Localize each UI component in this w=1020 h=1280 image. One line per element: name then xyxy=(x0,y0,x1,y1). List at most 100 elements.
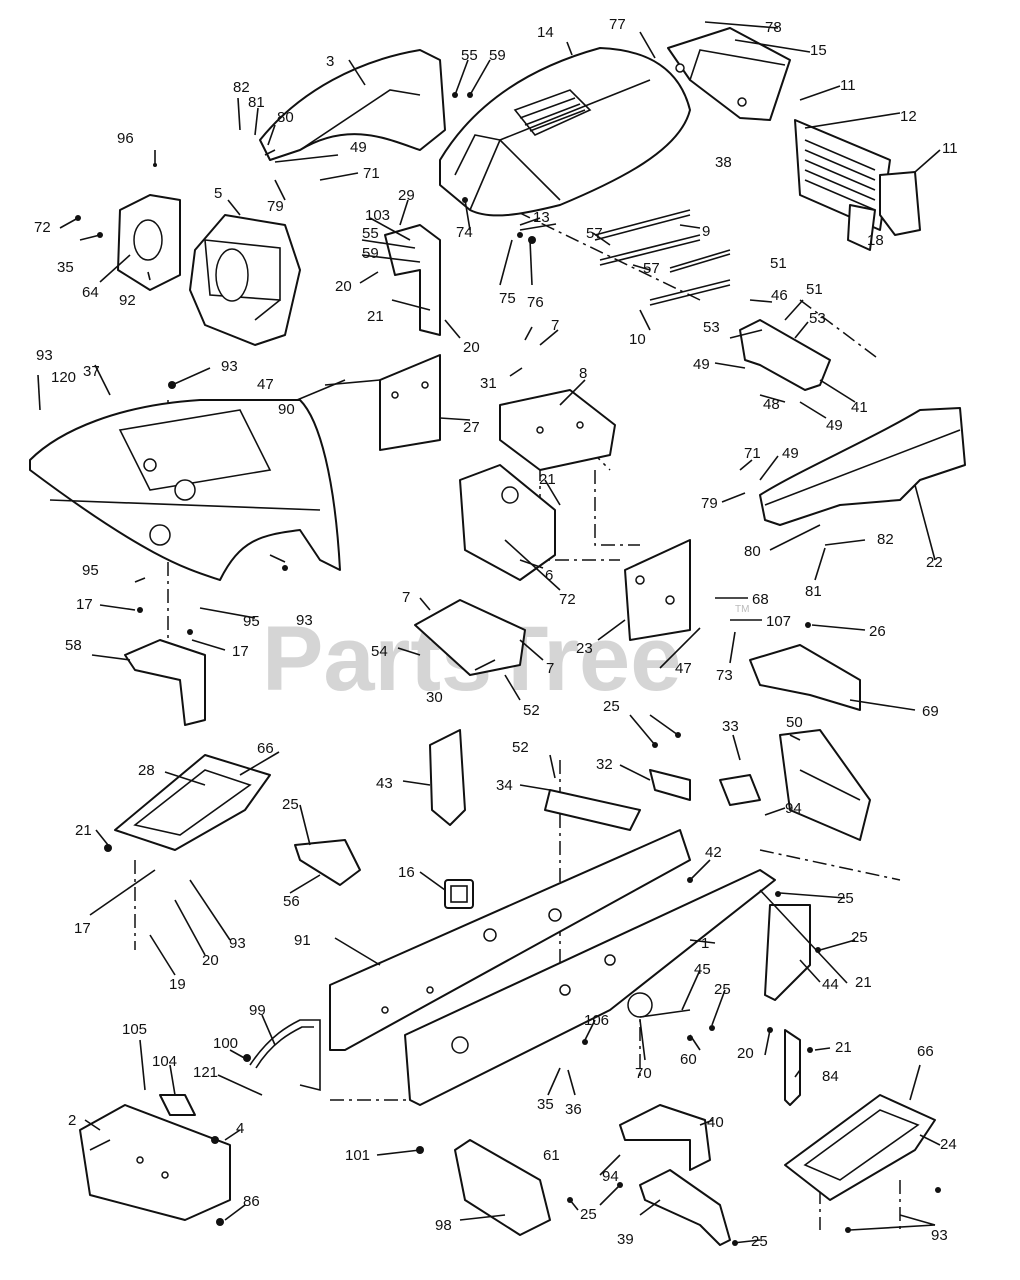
callout-32: 32 xyxy=(596,756,613,773)
callout-22: 22 xyxy=(926,554,943,571)
callout-55b: 55 xyxy=(362,225,379,242)
part-pan-8 xyxy=(499,389,616,471)
callout-25b: 25 xyxy=(282,796,299,813)
callout-75: 75 xyxy=(499,290,516,307)
callout-23: 23 xyxy=(576,640,593,657)
part-bracket-50 xyxy=(719,729,871,841)
part-steering-support-6 xyxy=(459,464,556,581)
callout-51a: 51 xyxy=(770,255,787,272)
callout-11b: 11 xyxy=(942,140,958,157)
part-bracket-44 xyxy=(764,904,811,1001)
callout-49d: 49 xyxy=(782,445,799,462)
callout-21d: 21 xyxy=(855,974,872,991)
part-support-41 xyxy=(739,319,831,391)
callout-25g: 25 xyxy=(751,1233,768,1250)
part-bracket-29 xyxy=(384,224,441,336)
callout-7b: 7 xyxy=(402,589,410,606)
callout-93c: 93 xyxy=(296,612,313,629)
callout-78: 78 xyxy=(765,19,782,36)
part-bracket-56 xyxy=(294,839,361,886)
callout-46: 46 xyxy=(771,287,788,304)
callout-64: 64 xyxy=(82,284,99,301)
callout-76: 76 xyxy=(527,294,544,311)
callout-25c: 25 xyxy=(837,890,854,907)
callout-96: 96 xyxy=(117,130,134,147)
callout-61: 61 xyxy=(543,1147,560,1164)
part-hood-panel-3 xyxy=(259,49,446,161)
callout-121: 121 xyxy=(193,1064,218,1081)
part-skid-98 xyxy=(454,1139,551,1236)
callout-7a: 7 xyxy=(551,317,559,334)
part-grille-top-15 xyxy=(667,27,791,121)
callout-14: 14 xyxy=(537,24,554,41)
callout-40: 40 xyxy=(707,1114,724,1131)
callout-47b: 47 xyxy=(675,660,692,677)
callout-12: 12 xyxy=(900,108,917,125)
callout-49a: 49 xyxy=(350,139,367,156)
part-frame-rail-1 xyxy=(404,869,776,1106)
callout-27: 27 xyxy=(463,419,480,436)
callout-15: 15 xyxy=(810,42,827,59)
callout-81a: 81 xyxy=(248,94,265,111)
callout-48: 48 xyxy=(763,396,780,413)
part-footrest-24 xyxy=(784,1094,936,1201)
callout-95a: 95 xyxy=(82,562,99,579)
callout-53a: 53 xyxy=(703,319,720,336)
callout-98: 98 xyxy=(435,1217,452,1234)
callout-93b: 93 xyxy=(36,347,53,364)
callout-52b: 52 xyxy=(523,702,540,719)
callout-49b: 49 xyxy=(693,356,710,373)
callout-93d: 93 xyxy=(229,935,246,952)
part-hitch-plate-2 xyxy=(79,1104,231,1221)
callout-59a: 59 xyxy=(489,47,506,64)
callout-36: 36 xyxy=(565,1101,582,1118)
callout-51b: 51 xyxy=(806,281,823,298)
callout-120: 120 xyxy=(51,369,76,386)
callout-9: 9 xyxy=(702,223,710,240)
callout-6: 6 xyxy=(545,567,553,584)
callout-54: 54 xyxy=(371,643,388,660)
callout-26: 26 xyxy=(869,623,886,640)
callout-57a: 57 xyxy=(586,225,603,242)
callout-28: 28 xyxy=(138,762,155,779)
callout-43: 43 xyxy=(376,775,393,792)
part-plate-69 xyxy=(749,644,861,711)
part-bracket-58 xyxy=(124,639,206,726)
callout-107: 107 xyxy=(766,613,791,630)
callout-94a: 94 xyxy=(785,800,802,817)
part-bracket-84 xyxy=(784,1029,801,1106)
callout-21a: 21 xyxy=(367,308,384,325)
callout-74: 74 xyxy=(456,224,473,241)
part-rails-9-10 xyxy=(594,209,731,306)
callout-21e: 21 xyxy=(835,1039,852,1056)
callout-20b: 20 xyxy=(463,339,480,356)
part-shield-92 xyxy=(117,194,181,291)
callout-80b: 80 xyxy=(744,543,761,560)
callout-39: 39 xyxy=(617,1231,634,1248)
callout-52a: 52 xyxy=(512,739,529,756)
callout-79b: 79 xyxy=(701,495,718,512)
callout-3: 3 xyxy=(326,53,334,70)
callout-80a: 80 xyxy=(277,109,294,126)
callout-35b: 35 xyxy=(537,1096,554,1113)
callout-38: 38 xyxy=(715,154,732,171)
callout-17c: 17 xyxy=(74,920,91,937)
callout-100: 100 xyxy=(213,1035,238,1052)
callout-101: 101 xyxy=(345,1147,370,1164)
callout-70: 70 xyxy=(635,1065,652,1082)
callout-31: 31 xyxy=(480,375,497,392)
watermark-trademark: TM xyxy=(735,604,749,615)
callout-13: 13 xyxy=(533,209,550,226)
callout-11a: 11 xyxy=(840,77,856,94)
callout-66b: 66 xyxy=(917,1043,934,1060)
callout-25a: 25 xyxy=(603,698,620,715)
callout-17b: 17 xyxy=(232,643,249,660)
callout-33: 33 xyxy=(722,718,739,735)
callout-20a: 20 xyxy=(335,278,352,295)
callout-105: 105 xyxy=(122,1021,147,1038)
callout-4: 4 xyxy=(236,1120,244,1137)
callout-21c: 21 xyxy=(75,822,92,839)
callout-24: 24 xyxy=(940,1136,957,1153)
part-frame-rail-91 xyxy=(329,829,691,1051)
